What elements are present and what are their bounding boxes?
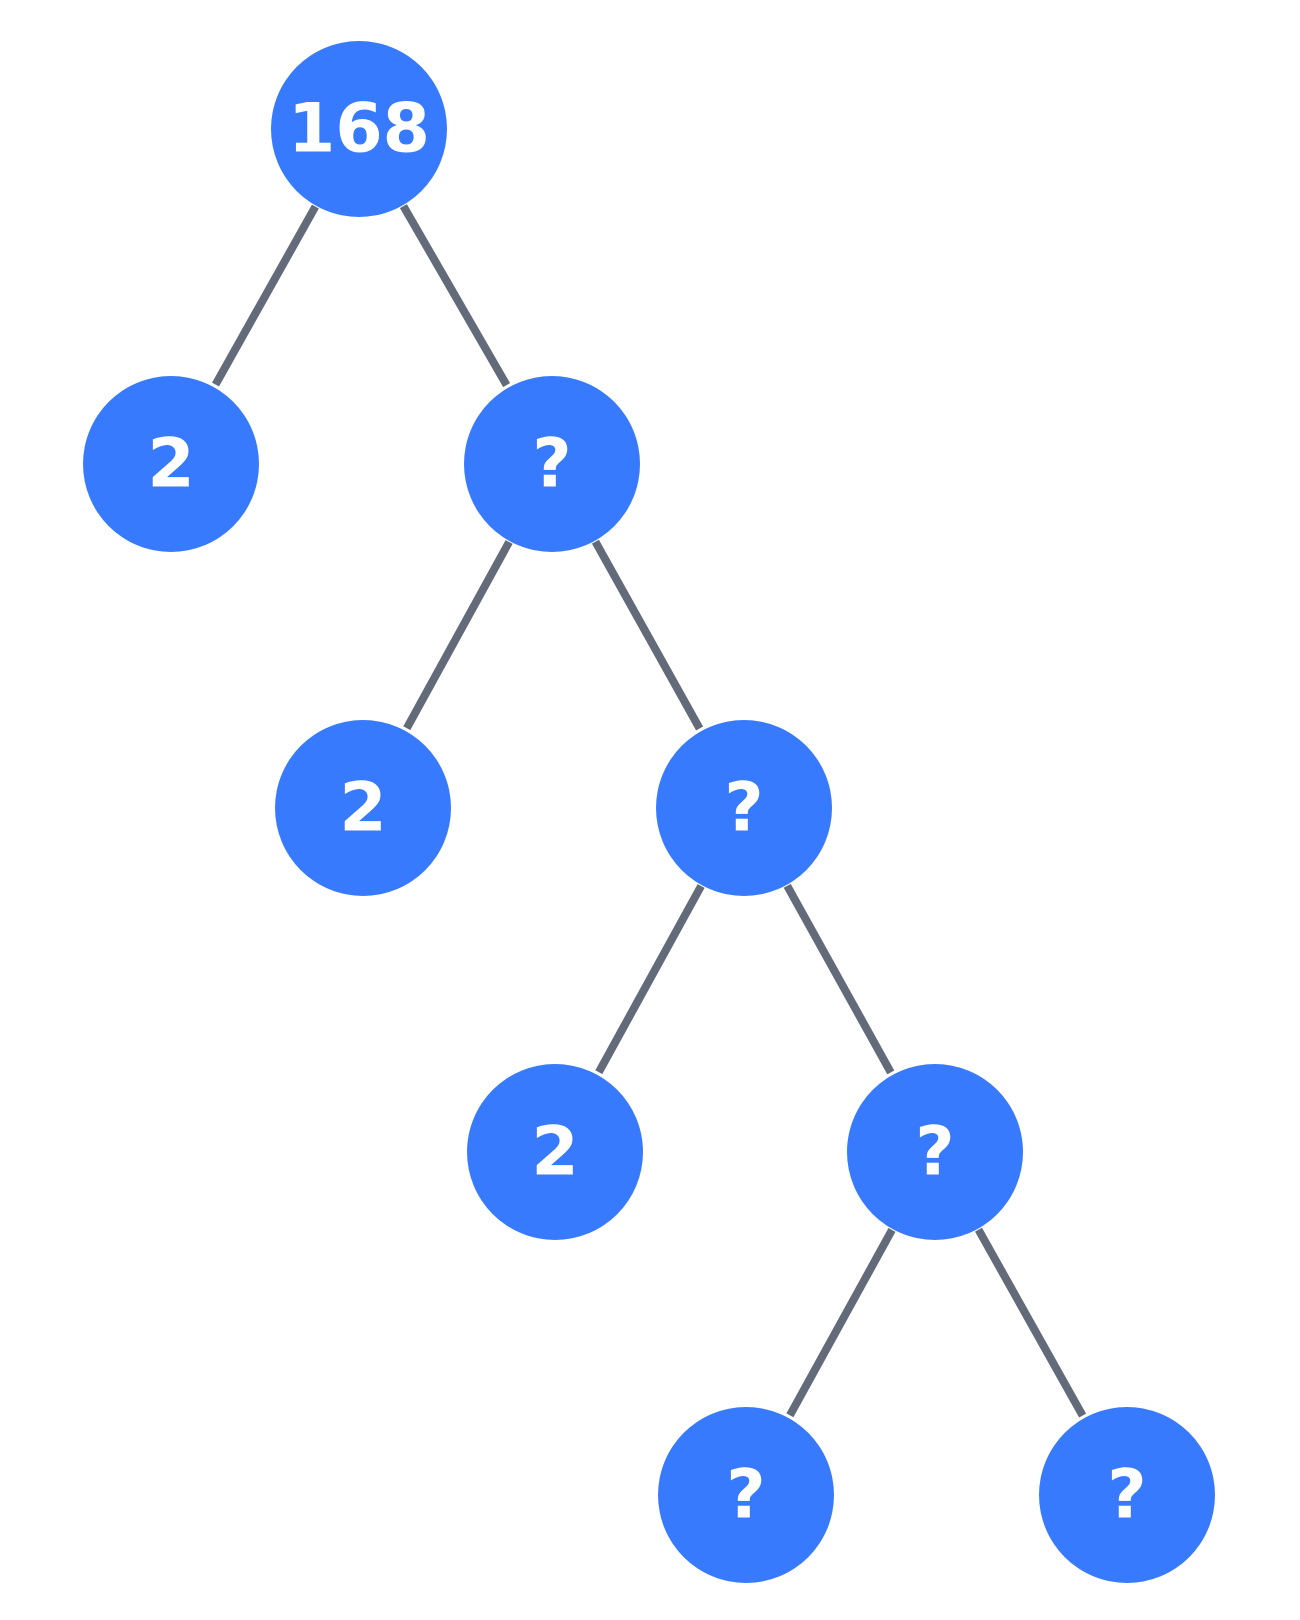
edge-root-to-l1-left: [212, 204, 319, 387]
node-circle: [464, 376, 640, 552]
node-label: ?: [915, 1113, 954, 1192]
node-label: 2: [339, 769, 386, 848]
node-label: ?: [1107, 1456, 1146, 1535]
node-circle: [83, 376, 259, 552]
edge-l1-right-to-l2-left: [403, 540, 513, 731]
node-circle: [271, 41, 447, 217]
edge-l2-right-to-l3-right: [783, 883, 895, 1075]
node-label: ?: [724, 769, 763, 848]
tree-node-l2-left: 2: [275, 720, 451, 896]
tree-node-l1-left: 2: [83, 376, 259, 552]
edge-root-to-l1-right: [399, 204, 511, 388]
edge-l1-right-to-l2-right: [591, 539, 704, 731]
node-label: 168: [288, 90, 430, 169]
node-label: 2: [147, 425, 194, 504]
tree-node-l4-right: ?: [1039, 1407, 1215, 1583]
tree-node-l1-right: ?: [464, 376, 640, 552]
edges-layer: [212, 204, 1087, 1418]
node-label: ?: [532, 425, 571, 504]
tree-node-l2-right: ?: [656, 720, 832, 896]
node-label: ?: [726, 1456, 765, 1535]
node-circle: [847, 1064, 1023, 1240]
edge-l3-right-to-l4-left: [786, 1227, 896, 1418]
edge-l2-right-to-l3-left: [595, 884, 705, 1075]
node-circle: [658, 1407, 834, 1583]
tree-node-root: 168: [271, 41, 447, 217]
node-label: 2: [531, 1113, 578, 1192]
tree-node-l3-left: 2: [467, 1064, 643, 1240]
tree-node-l4-left: ?: [658, 1407, 834, 1583]
node-circle: [275, 720, 451, 896]
edge-l3-right-to-l4-right: [975, 1227, 1087, 1418]
node-circle: [1039, 1407, 1215, 1583]
node-circle: [467, 1064, 643, 1240]
node-circle: [656, 720, 832, 896]
nodes-layer: 168 2? 2? 2???: [83, 41, 1215, 1583]
tree-node-l3-right: ?: [847, 1064, 1023, 1240]
